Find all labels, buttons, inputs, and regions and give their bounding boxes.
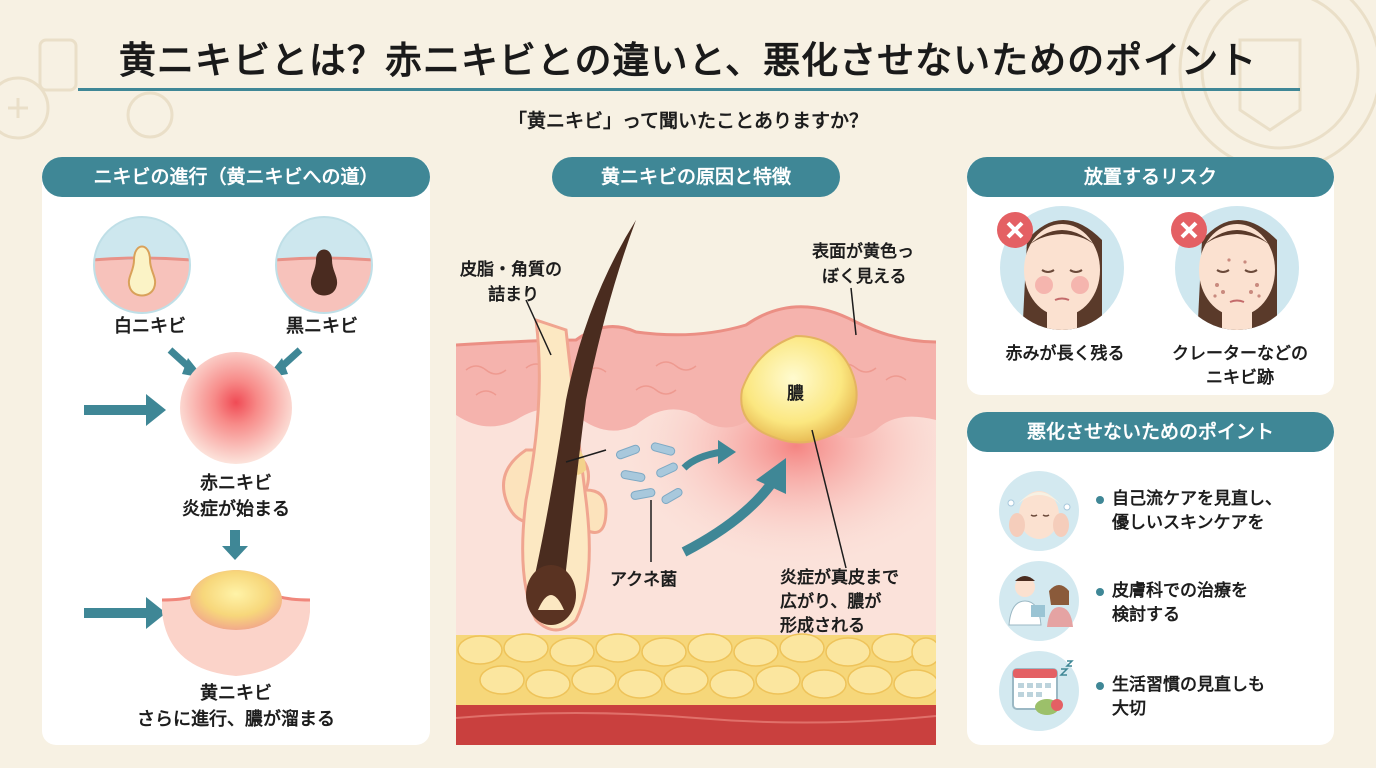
prevention-item-skincare-line1: 自己流ケアを見直し、 — [1112, 489, 1282, 509]
bullet-icon — [1096, 588, 1104, 596]
whitehead-label: 白ニキビ — [114, 316, 186, 337]
blackhead-icon — [276, 217, 372, 313]
risk-illustrations — [997, 206, 1299, 330]
page-title: 黄ニキビとは？赤ニキビとの違いと、悪化させないためのポイント — [118, 39, 1258, 82]
sebum-label-line1: 皮脂・角質の — [460, 260, 562, 280]
pus-label: 膿 — [787, 384, 804, 404]
bullet-icon — [1096, 682, 1104, 690]
skin-cross-section — [456, 220, 936, 745]
inflammation-label-line2: 広がり、膿が — [780, 592, 882, 612]
prevention-item-lifestyle-line2: 大切 — [1112, 699, 1146, 719]
risk-scar-label-line2: ニキビ跡 — [1206, 368, 1274, 388]
risk-redness-label: 赤みが長く残る — [1005, 344, 1125, 364]
prevention-item-dermatology-line2: 検討する — [1112, 605, 1180, 625]
gentle-skincare-icon — [999, 471, 1079, 551]
prevention-heading: 悪化させないためのポイント — [967, 412, 1334, 452]
prevention-item-skincare-line2: 優しいスキンケアを — [1112, 513, 1265, 533]
prevention-item-dermatology-line1: 皮膚科での治療を — [1112, 581, 1248, 601]
inflammation-label-line1: 炎症が真皮まで — [780, 568, 899, 588]
yellow-acne-label: 黄ニキビ — [200, 683, 272, 704]
prevention-icons — [999, 471, 1079, 731]
risk-heading: 放置するリスク — [967, 157, 1334, 197]
yellow-acne-icon — [161, 570, 311, 676]
surface-label-line2: ぼく見える — [822, 267, 907, 287]
title-divider — [78, 88, 1300, 91]
acne-scar-face-icon — [1171, 206, 1299, 330]
lingering-redness-face-icon — [997, 206, 1124, 330]
medical-seal-icon — [1178, 0, 1376, 172]
prevention-item-dermatology: 皮膚科での治療を 検討する — [1096, 579, 1326, 627]
prevention-item-lifestyle: 生活習慣の見直しも 大切 — [1096, 673, 1326, 721]
red-acne-description: 炎症が始まる — [182, 499, 290, 520]
medical-cross-icon — [0, 38, 174, 140]
bacteria-label: アクネ菌 — [610, 570, 678, 590]
red-acne-label: 赤ニキビ — [200, 473, 272, 494]
sebum-label-line2: 詰まり — [488, 285, 539, 305]
blackhead-label: 黒ニキビ — [286, 316, 358, 337]
bullet-icon — [1096, 496, 1104, 504]
surface-label-line1: 表面が黄色っ — [812, 242, 914, 262]
yellow-acne-description: さらに進行、膿が溜まる — [137, 709, 335, 730]
acne-progression-illustration — [84, 216, 373, 676]
bacteria-icon — [615, 442, 683, 504]
lifestyle-calendar-icon — [999, 651, 1079, 731]
risk-scar-label-line1: クレーターなどの — [1172, 344, 1308, 364]
acne-progression-heading: ニキビの進行（黄ニキビへの道） — [42, 157, 430, 197]
dermatologist-icon — [999, 561, 1079, 641]
page-subtitle: 「黄ニキビ」って聞いたことありますか？ — [507, 110, 869, 132]
red-acne-icon — [180, 352, 292, 464]
prevention-item-skincare: 自己流ケアを見直し、 優しいスキンケアを — [1096, 487, 1326, 535]
pus-icon — [740, 334, 858, 444]
inflammation-label-line3: 形成される — [780, 616, 865, 636]
cause-heading: 黄ニキビの原因と特徴 — [552, 157, 840, 197]
prevention-item-lifestyle-line1: 生活習慣の見直しも — [1112, 675, 1265, 695]
